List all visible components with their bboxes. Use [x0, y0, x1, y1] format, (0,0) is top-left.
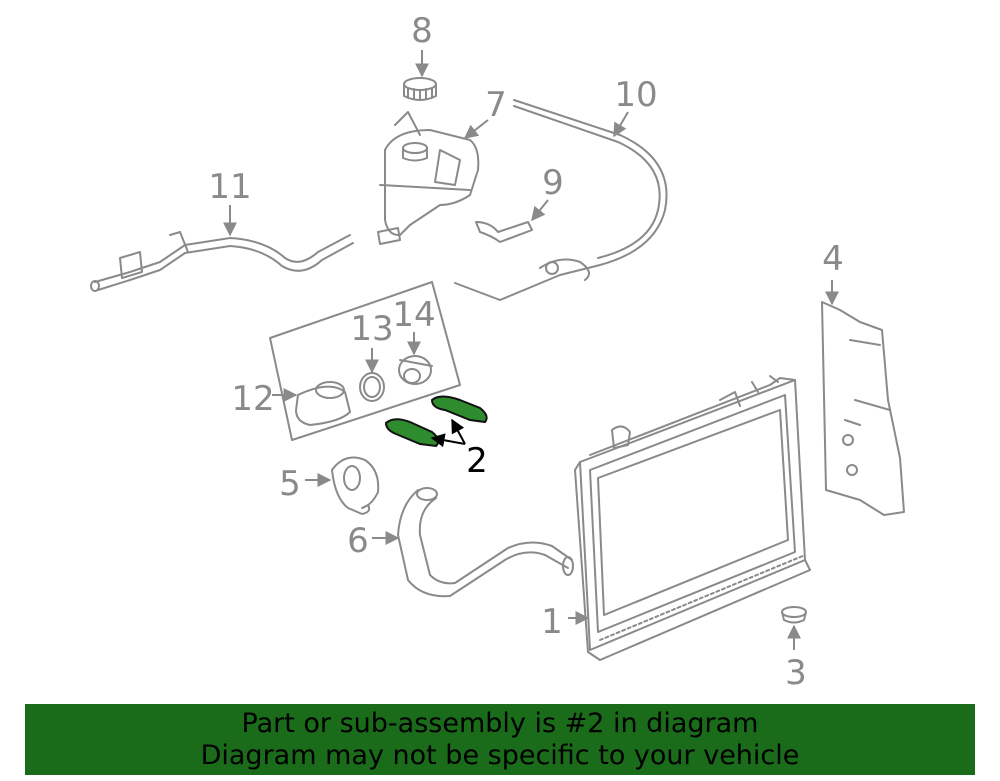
- gasket-part-13[interactable]: [359, 372, 385, 402]
- callout-12: 12: [231, 379, 274, 419]
- callout-3: 3: [785, 653, 807, 693]
- parts-diagram: 1 2 3 4 5 6 7 8 9 10 11 12 13 14: [90, 11, 905, 693]
- hose-part-10[interactable]: [454, 99, 668, 301]
- hose-part-6[interactable]: [397, 487, 574, 598]
- callout-11: 11: [208, 167, 251, 207]
- callout-7: 7: [485, 85, 507, 125]
- callout-2: 2: [466, 441, 488, 481]
- radiator-part-1[interactable]: [574, 375, 811, 661]
- insulator-part-3[interactable]: [781, 606, 807, 624]
- callout-1: 1: [541, 602, 563, 642]
- radiator-cap-part-8[interactable]: [403, 77, 437, 101]
- hose-part-2-highlighted[interactable]: [384, 395, 488, 448]
- callout-10: 10: [614, 75, 657, 115]
- callout-8: 8: [411, 11, 433, 51]
- banner-line-1: Part or sub-assembly is #2 in diagram: [241, 707, 759, 739]
- air-deflector-part-4[interactable]: [821, 301, 905, 516]
- banner-line-2: Diagram may not be specific to your vehi…: [200, 739, 800, 771]
- callout-5: 5: [279, 464, 301, 504]
- info-banner: Part or sub-assembly is #2 in diagram Di…: [25, 704, 975, 775]
- callout-13: 13: [350, 309, 393, 349]
- callout-4: 4: [822, 239, 844, 279]
- hose-part-9[interactable]: [475, 221, 533, 243]
- coolant-reservoir-part-7[interactable]: [377, 111, 480, 245]
- hose-part-11[interactable]: [90, 231, 354, 292]
- leader-2b: [430, 433, 466, 448]
- callout-9: 9: [542, 163, 564, 203]
- leader-9: [531, 199, 549, 222]
- callout-14: 14: [392, 295, 435, 335]
- thermostat-housing-kit-part-12[interactable]: [269, 281, 461, 441]
- callout-6: 6: [347, 521, 369, 561]
- thermostat-part-14[interactable]: [398, 355, 433, 385]
- leader-10: [613, 111, 629, 138]
- hose-part-5[interactable]: [331, 456, 380, 515]
- leader-2a: [451, 418, 466, 445]
- leader-7: [463, 119, 489, 139]
